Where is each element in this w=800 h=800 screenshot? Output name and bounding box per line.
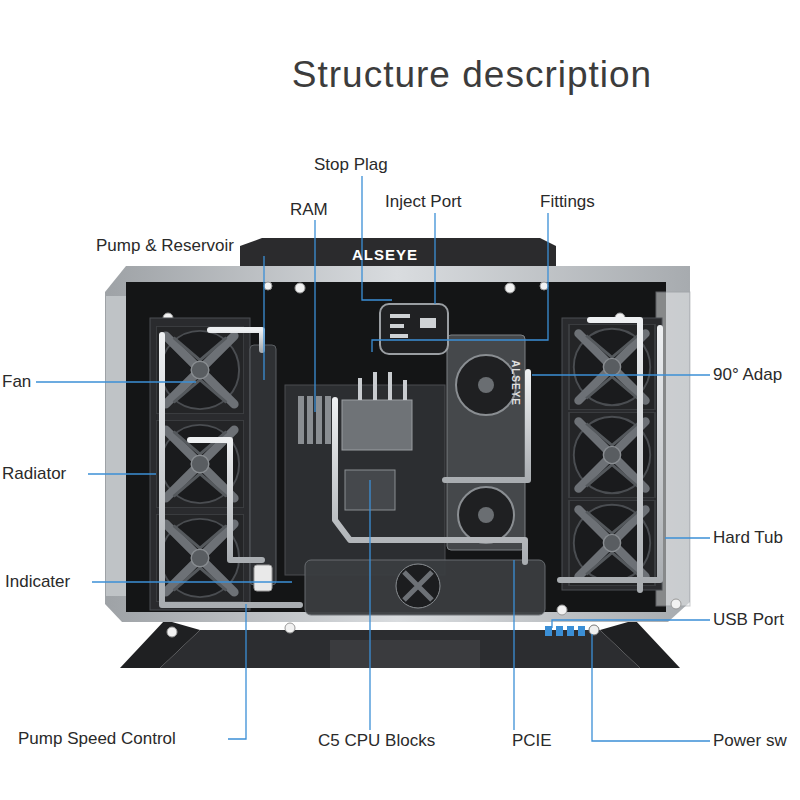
heatpipes	[360, 372, 405, 400]
hard-tube	[162, 335, 300, 605]
bolt	[671, 599, 681, 609]
pump-indicator	[254, 565, 272, 591]
bolt	[285, 623, 295, 633]
hard-tube	[560, 328, 660, 580]
gpu-fan-hub	[478, 507, 494, 523]
leader-line	[552, 620, 710, 628]
callout-label: RAM	[290, 200, 328, 220]
side-panel	[106, 296, 126, 596]
cpu-heatsink	[342, 400, 412, 450]
hard-tube	[210, 330, 262, 350]
ram-stick	[298, 396, 304, 444]
stand	[120, 620, 680, 668]
bolt	[295, 283, 305, 293]
leader-line	[263, 256, 264, 380]
power-switch	[589, 625, 599, 635]
bolt	[264, 282, 272, 290]
callout-label: Hard Tub	[713, 528, 783, 548]
leader-line	[372, 213, 548, 352]
ram-stick	[325, 396, 331, 444]
usb-port	[556, 626, 563, 636]
leader-lines	[36, 176, 710, 741]
usb-port	[545, 626, 552, 636]
plate-fan	[396, 564, 440, 608]
usb-port	[578, 626, 585, 636]
usb-ports	[545, 626, 585, 636]
callout-label: PCIE	[512, 731, 552, 751]
callout-label: Stop Plag	[314, 155, 388, 175]
brand-logo: ALSEYE	[510, 360, 522, 406]
leader-line	[88, 473, 156, 474]
hard-tube	[590, 320, 640, 590]
hard-tubes	[162, 320, 660, 605]
hard-tube	[528, 369, 600, 375]
leader-line	[369, 480, 370, 730]
top-handle	[240, 238, 556, 266]
bolt	[540, 282, 548, 290]
usb-port	[567, 626, 574, 636]
leader-line	[92, 581, 292, 582]
hard-tube	[190, 440, 262, 560]
reservoir	[250, 345, 276, 585]
callout-label: Pump & Reservoir	[96, 236, 234, 256]
ram-stick	[307, 396, 313, 444]
hard-tube	[297, 590, 303, 605]
bolt	[557, 605, 567, 615]
leader-line	[592, 634, 710, 741]
leader-line	[513, 560, 514, 730]
page-title: Structure description	[232, 54, 712, 96]
callout-label: USB Port	[713, 610, 784, 630]
callout-label: Fan	[2, 372, 31, 392]
gpu-fan	[456, 355, 516, 415]
leader-line	[314, 220, 315, 412]
callout-label: Power sw	[713, 731, 787, 751]
callout-label: Inject Port	[385, 192, 462, 212]
leader-line	[665, 537, 710, 538]
ram-stick	[316, 396, 322, 444]
callout-label: Pump Speed Control	[18, 729, 176, 749]
readout-bar	[390, 334, 408, 338]
gpu-fan	[458, 487, 514, 543]
graphics-card	[447, 335, 525, 550]
distribution-plate	[305, 560, 545, 615]
callout-label: Indicater	[5, 572, 70, 592]
hard-tube	[335, 400, 525, 562]
bolt	[505, 283, 515, 293]
callout-label: C5 CPU Blocks	[318, 731, 435, 751]
callout-label: 90° Adap	[713, 365, 782, 385]
callout-label: Fittings	[540, 192, 595, 212]
leader-line	[434, 213, 435, 304]
right-radiator	[562, 318, 662, 590]
leader-line	[228, 604, 246, 739]
case-frame	[105, 266, 690, 622]
readout-bar	[390, 314, 410, 318]
bolt	[167, 627, 177, 637]
brand-logo: ALSEYE	[352, 246, 418, 263]
leader-line	[36, 381, 196, 382]
stand-plate	[330, 640, 480, 668]
callout-label: Radiator	[2, 464, 66, 484]
motherboard	[285, 385, 445, 575]
gpu-fan-hub	[478, 377, 494, 393]
leader-line	[532, 374, 710, 375]
plate-fan-blades	[404, 572, 432, 600]
fan	[156, 326, 244, 414]
